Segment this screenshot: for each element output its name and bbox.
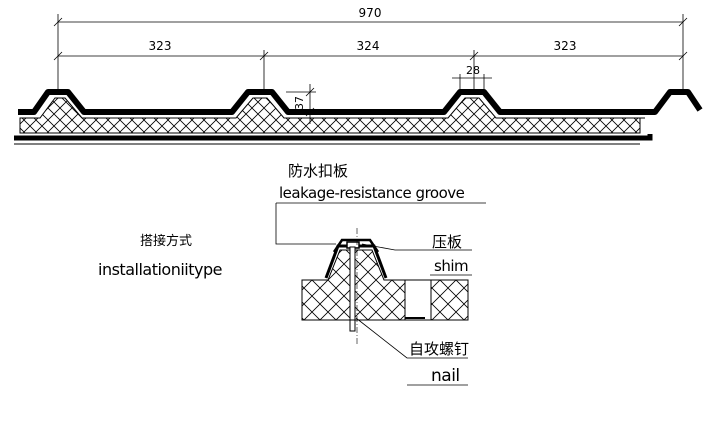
insulation-core (19, 97, 641, 134)
leader-groove (275, 203, 336, 245)
dim-rib-top-width: 28 (466, 64, 480, 77)
nail-label-cn: 自攻螺钉 (409, 340, 469, 358)
dim-rib-height: 37 (293, 96, 306, 110)
leader-nail (355, 317, 468, 359)
dim-left-span: 323 (149, 39, 172, 53)
overlap-rib (645, 89, 703, 115)
install-label-en: installationiitype (98, 260, 222, 279)
groove-label-en: leakage-resistance groove (279, 184, 465, 202)
detail-labels: 防水扣板 leakage-resistance groove 搭接方式 inst… (98, 162, 469, 386)
groove-label-cn: 防水扣板 (288, 162, 348, 180)
nail-label-en: nail (431, 366, 460, 386)
shim-label-en: shim (434, 257, 468, 275)
dimension-texts: 970 323 324 323 28 37 (149, 6, 577, 110)
install-label-cn: 搭接方式 (140, 233, 192, 249)
panel-cross-section (14, 89, 703, 145)
dim-overall: 970 (359, 6, 382, 20)
bottom-sheet (14, 134, 653, 141)
top-sheet (18, 89, 645, 115)
installation-detail (275, 202, 486, 386)
shim-label-cn: 压板 (432, 233, 462, 251)
leader-shim (361, 243, 472, 251)
nail-icon (349, 246, 356, 332)
dim-right-span: 323 (554, 39, 577, 53)
dim-middle-span: 324 (357, 39, 380, 53)
dimension-lines (53, 14, 688, 124)
